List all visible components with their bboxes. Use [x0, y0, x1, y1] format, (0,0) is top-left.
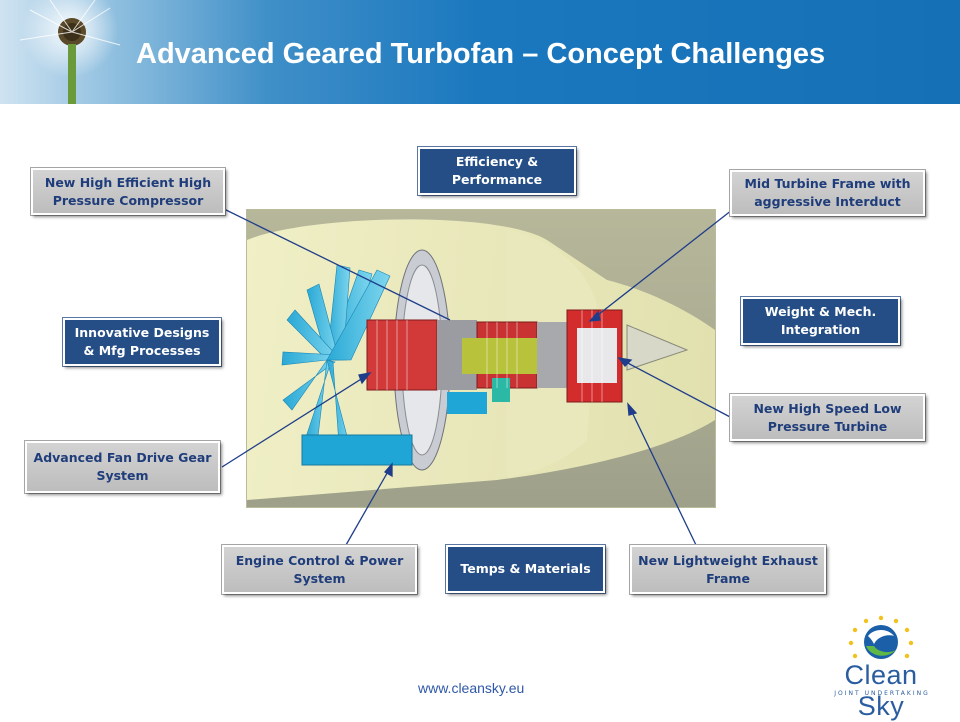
label-weight-mech-integration: Weight & Mech. Integration	[741, 297, 900, 345]
label-hp-compressor: New High Efficient High Pressure Compres…	[31, 168, 225, 215]
turbofan-engine-illustration	[246, 209, 716, 508]
clean-sky-logo-text: Clean Sky	[844, 660, 918, 721]
label-mid-turbine-frame: Mid Turbine Frame with aggressive Interd…	[730, 170, 925, 216]
label-engine-control: Engine Control & Power System	[222, 545, 417, 594]
label-fan-drive-gear: Advanced Fan Drive Gear System	[25, 441, 220, 493]
page-title: Advanced Geared Turbofan – Concept Chall…	[136, 38, 826, 70]
header-banner: Advanced Geared Turbofan – Concept Chall…	[0, 0, 960, 104]
label-lp-turbine: New High Speed Low Pressure Turbine	[730, 394, 925, 441]
clean-sky-logo-subtitle: JOINT UNDERTAKING	[834, 690, 930, 697]
label-efficiency-performance: Efficiency & Performance	[418, 147, 576, 195]
dandelion-image	[19, 0, 121, 104]
clean-sky-logo-icon	[848, 615, 914, 659]
label-temps-materials: Temps & Materials	[446, 545, 605, 593]
footer-url[interactable]: www.cleansky.eu	[418, 680, 525, 696]
label-innovative-designs: Innovative Designs & Mfg Processes	[63, 318, 221, 366]
label-exhaust-frame: New Lightweight Exhaust Frame	[630, 545, 826, 594]
